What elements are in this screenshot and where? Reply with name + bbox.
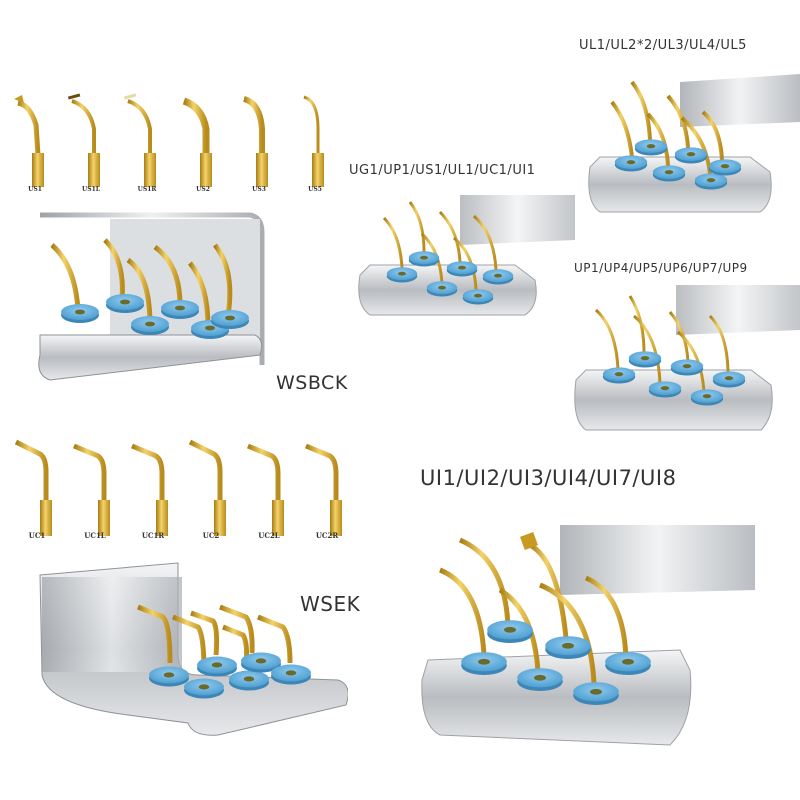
tip-us5: US5: [290, 85, 340, 195]
tip-label: UC2: [202, 531, 220, 540]
tip-label: UC2R: [315, 531, 339, 540]
ul-kit-label: UL1/UL2*2/UL3/UL4/UL5: [579, 38, 747, 53]
tip-label: US2: [196, 186, 210, 193]
tip-uc1r: UC1R: [128, 432, 178, 542]
wsek-kit-image: [28, 555, 348, 755]
up-kit-label: UP1/UP4/UP5/UP6/UP7/UP9: [574, 261, 748, 275]
uc-tips-row: UC1 UC1L UC1R UC2 UC2L UC2R: [12, 432, 352, 542]
tip-us2: US2: [178, 85, 228, 195]
ug-kit-image: [350, 190, 580, 320]
tip-uc2: UC2: [186, 432, 236, 542]
tip-uc1l: UC1L: [70, 432, 120, 542]
tip-label: UC1: [28, 531, 46, 540]
tip-us1l: US1L: [66, 85, 116, 195]
tip-us1r: US1R: [122, 85, 172, 195]
ui-kit-label: UI1/UI2/UI3/UI4/UI7/UI8: [420, 466, 677, 490]
ug-kit-label: UG1/UP1/US1/UL1/UC1/UI1: [349, 163, 536, 178]
up-kit-image: [566, 280, 800, 440]
wsbck-kit-image: [30, 205, 270, 385]
tip-uc2l: UC2L: [244, 432, 294, 542]
tip-label: US1: [28, 186, 42, 193]
tip-label: UC1R: [141, 531, 165, 540]
tip-label: UC2L: [258, 531, 280, 540]
tip-us3: US3: [234, 85, 284, 195]
tip-label: US1R: [137, 186, 157, 193]
tip-label: US3: [252, 186, 266, 193]
tip-label: US5: [308, 186, 322, 193]
us-tips-row: US1 US1L US1R US2 US3 US5: [10, 85, 340, 195]
wsek-label: WSEK: [300, 592, 361, 616]
tip-us1: US1: [10, 85, 60, 195]
tip-uc2r: UC2R: [302, 432, 352, 542]
tip-label: UC1L: [84, 531, 106, 540]
tip-label: US1L: [82, 186, 100, 193]
ul-kit-image: [570, 62, 800, 262]
tip-uc1: UC1: [12, 432, 62, 542]
ui-kit-image: [410, 510, 760, 770]
wsbck-label: WSBCK: [276, 372, 348, 394]
